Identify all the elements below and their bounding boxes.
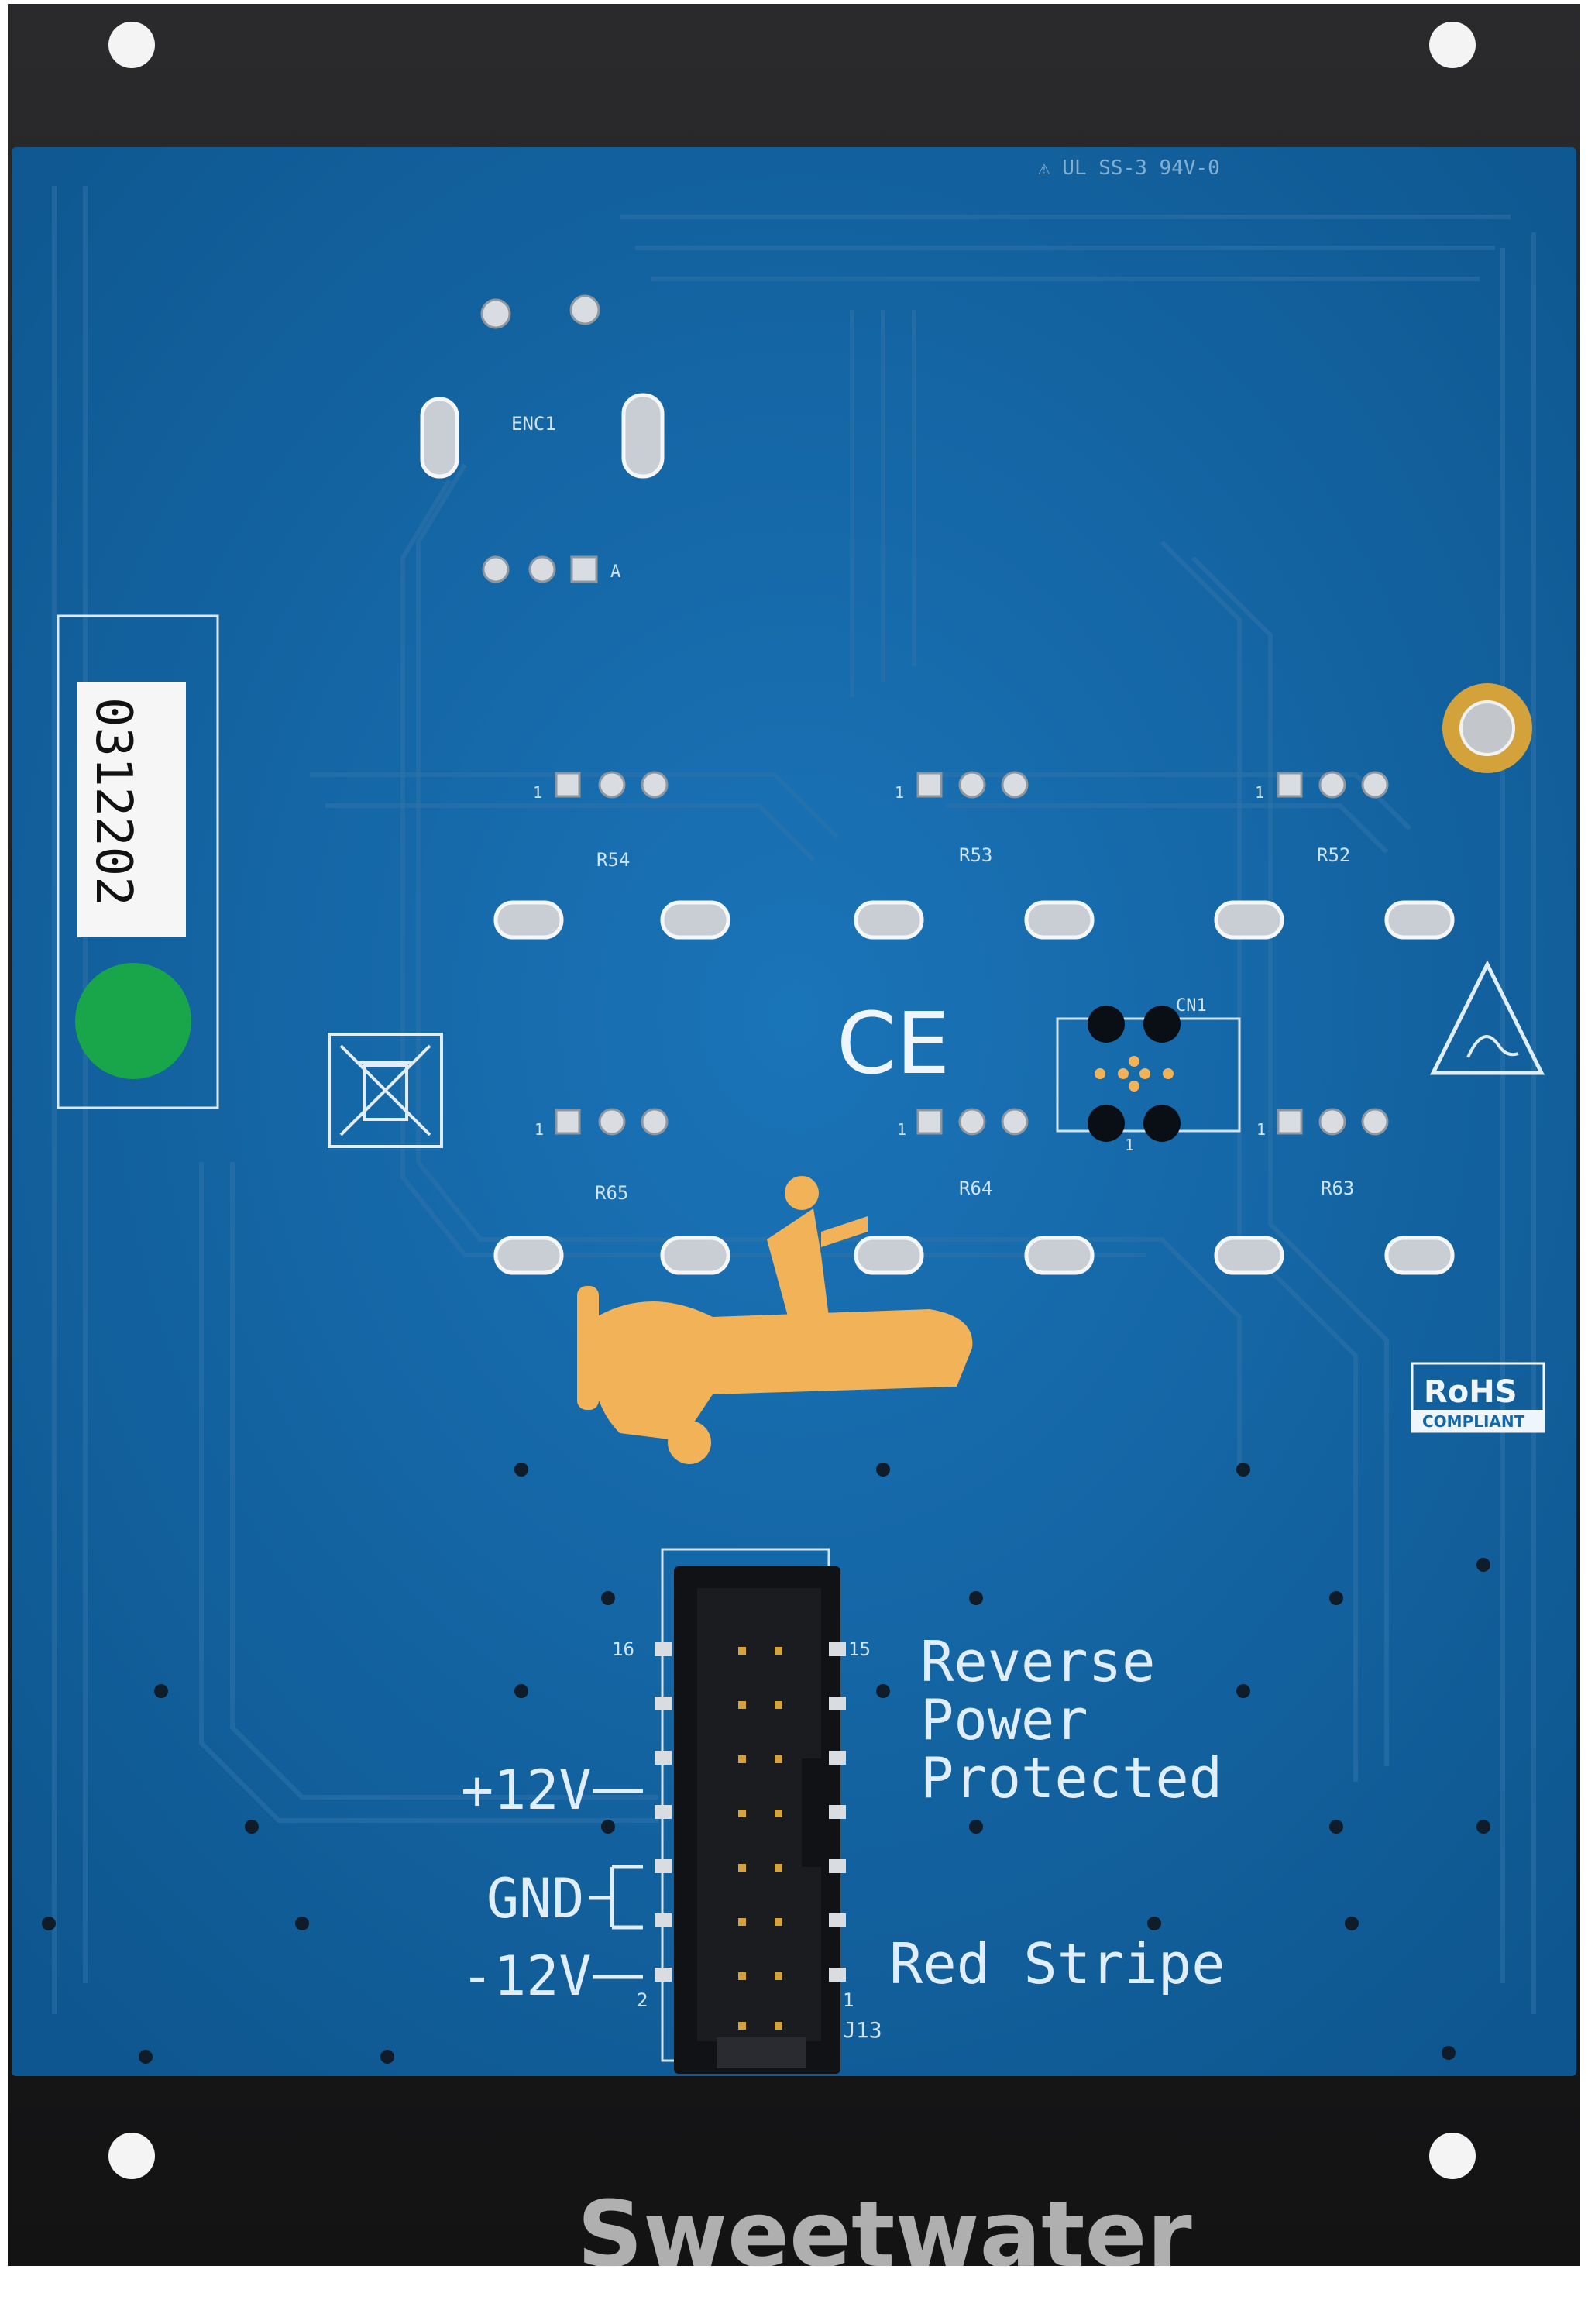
mount-hole-bl: [108, 2133, 155, 2179]
pot-row-top: 1 R54 1 R53 1 R52: [493, 771, 1455, 940]
mount-hole-br: [1429, 2133, 1476, 2179]
ce-mark: CE: [837, 994, 950, 1093]
rohs-subtitle: COMPLIANT: [1422, 1412, 1525, 1431]
watermark: Sweetwater: [577, 2181, 1192, 2288]
pot-row-bottom: 1 R65 1 R64 1 R63: [493, 1108, 1455, 1275]
rohs-title: RoHS: [1424, 1374, 1518, 1410]
pot-pin1: 1: [534, 1120, 544, 1139]
pot-pin1: 1: [533, 783, 542, 802]
airplane-logo-icon: [577, 1176, 973, 1464]
idc-header: 16 15 2 1 J13: [612, 1548, 882, 2074]
header-pin15: 15: [848, 1638, 871, 1660]
pcb-traces: [52, 186, 1536, 2014]
power-labels: +12V GND -12V: [461, 1758, 643, 2008]
pot-pin1: 1: [1255, 783, 1264, 802]
encoder-label: ENC1: [511, 413, 556, 435]
pot-pin1: 1: [1256, 1120, 1266, 1139]
protection-notes: Reverse Power Protected Red Stripe: [889, 1629, 1225, 1996]
cn1-connector: CN1 1: [1056, 996, 1241, 1154]
note-power: Power: [920, 1687, 1088, 1752]
pot-pin1: 1: [895, 783, 904, 802]
pot-label: R54: [596, 849, 630, 871]
qc-dot: [75, 963, 191, 1079]
pot-label: R52: [1317, 844, 1350, 866]
note-protected: Protected: [920, 1745, 1222, 1810]
cn1-label: CN1: [1176, 996, 1207, 1016]
plus12v-label: +12V: [461, 1758, 592, 1822]
cn1-pin1: 1: [1125, 1136, 1134, 1154]
header-pin1: 1: [843, 1989, 854, 2011]
note-reverse: Reverse: [920, 1629, 1155, 1694]
header-pin16: 16: [612, 1638, 634, 1660]
pot-label: R53: [959, 844, 992, 866]
pot-label: R65: [595, 1182, 628, 1204]
serial-number: 0312202: [84, 697, 142, 906]
minus12v-label: -12V: [461, 1944, 592, 2008]
pot-pin1: 1: [897, 1120, 906, 1139]
pot-label: R64: [959, 1177, 992, 1199]
serial-sticker: 0312202: [57, 614, 219, 1109]
esd-warning-icon: [1429, 960, 1545, 1075]
header-label: J13: [843, 2017, 882, 2043]
pin-a-label: A: [610, 562, 620, 582]
note-red-stripe: Red Stripe: [889, 1931, 1225, 1996]
gnd-label: GND: [486, 1867, 584, 1930]
board-code: ⚠ UL SS-3 94V-0: [1038, 156, 1220, 180]
pot-label: R63: [1321, 1177, 1354, 1199]
encoder-footprint: ENC1 A: [420, 294, 665, 583]
header-pin2: 2: [637, 1989, 648, 2011]
weee-bin-icon: [328, 1033, 443, 1148]
vias: [42, 1463, 1490, 2064]
rohs-badge: RoHS COMPLIANT: [1411, 1362, 1545, 1433]
mount-hole-tl: [108, 22, 155, 68]
mount-hole-tr: [1429, 22, 1476, 68]
